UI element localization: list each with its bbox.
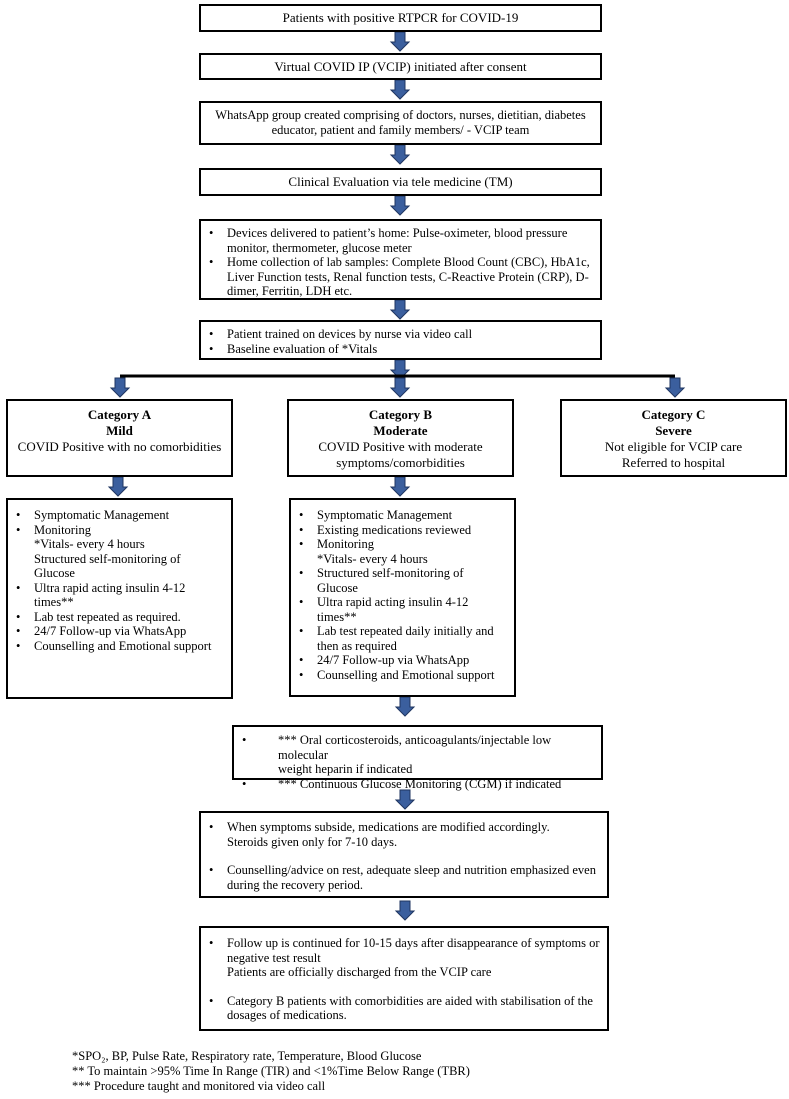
home-collection-line-2: Liver Function tests, Renal function tes… bbox=[227, 269, 589, 284]
training-item: Patient trained on devices by nurse via … bbox=[201, 327, 600, 342]
care-b-list: Symptomatic ManagementExisting medicatio… bbox=[291, 508, 514, 682]
flow-arrow bbox=[389, 476, 411, 497]
category-b-stabilisation-item: Category B patients with comorbidities a… bbox=[201, 994, 607, 1023]
careA-item: Monitoring bbox=[8, 523, 231, 538]
flow-arrow bbox=[389, 195, 411, 216]
step-whatsapp-line-2: educator, patient and family members/ - … bbox=[271, 123, 530, 137]
devices-line-2: monitor, thermometer, glucose meter bbox=[227, 240, 412, 255]
category-b-level: Moderate bbox=[373, 423, 428, 438]
careA-item: Lab test repeated as required. bbox=[8, 610, 231, 625]
flow-arrow bbox=[394, 789, 416, 810]
careB-item: Symptomatic Management bbox=[291, 508, 514, 523]
care-b-box: Symptomatic ManagementExisting medicatio… bbox=[289, 498, 516, 697]
corticosteroids-item: *** Oral corticosteroids, anticoagulants… bbox=[234, 733, 601, 777]
follow-up-line-1: Follow up is continued for 10-15 days af… bbox=[227, 936, 600, 950]
counselling-rest-line-2: during the recovery period. bbox=[227, 877, 364, 892]
careB-item: Monitoring bbox=[291, 537, 514, 552]
footnote-vitals: *SPO₂, BP, Pulse Rate, Respiratory rate,… bbox=[72, 1049, 422, 1063]
devices-delivered-item: Devices delivered to patient’s home: Pul… bbox=[201, 226, 600, 255]
category-c-box: Category C Severe Not eligible for VCIP … bbox=[560, 399, 787, 477]
step-clinical-evaluation-text: Clinical Evaluation via tele medicine (T… bbox=[288, 174, 513, 189]
flow-arrow bbox=[107, 476, 129, 497]
category-b-box: Category B Moderate COVID Positive with … bbox=[287, 399, 514, 477]
careB-item: times** bbox=[317, 609, 357, 624]
footnote-time-in-range: ** To maintain >95% Time In Range (TIR) … bbox=[72, 1064, 470, 1078]
step-vcip-initiated-text: Virtual COVID IP (VCIP) initiated after … bbox=[274, 58, 527, 74]
home-collection-item: Home collection of lab samples: Complete… bbox=[201, 255, 600, 299]
category-b-desc-line-1: COVID Positive with moderate bbox=[318, 439, 483, 454]
medications-modified-line-1: When symptoms subside, medications are m… bbox=[227, 820, 550, 834]
category-c-level: Severe bbox=[655, 423, 692, 438]
careA-item: Counselling and Emotional support bbox=[8, 639, 231, 654]
footnotes: *SPO₂, BP, Pulse Rate, Respiratory rate,… bbox=[72, 1049, 470, 1094]
flow-arrow bbox=[389, 377, 411, 398]
flow-arrow bbox=[394, 696, 416, 717]
careA-item: Structured self-monitoring of bbox=[34, 551, 181, 566]
careA-item: Ultra rapid acting insulin 4-12 bbox=[8, 581, 231, 596]
step-training-baseline: Patient trained on devices by nurse via … bbox=[199, 320, 602, 360]
follow-up-item: Follow up is continued for 10-15 days af… bbox=[201, 936, 607, 980]
care-a-box: Symptomatic Management Monitoring *Vital… bbox=[6, 498, 233, 699]
follow-up-line-2: negative test result bbox=[227, 950, 321, 965]
careB-item: Lab test repeated daily initially and bbox=[291, 624, 514, 639]
flow-arrow bbox=[389, 359, 411, 380]
flow-arrow bbox=[389, 299, 411, 320]
baseline-item: Baseline evaluation of *Vitals bbox=[201, 342, 600, 357]
footnote-procedure: *** Procedure taught and monitored via v… bbox=[72, 1079, 326, 1093]
flow-arrow bbox=[389, 31, 411, 52]
careA-item: Symptomatic Management bbox=[8, 508, 231, 523]
step-whatsapp-group: WhatsApp group created comprising of doc… bbox=[199, 101, 602, 145]
careB-item: Glucose bbox=[317, 580, 358, 595]
careB-item: Ultra rapid acting insulin 4-12 bbox=[291, 595, 514, 610]
follow-up-line-3: Patients are officially discharged from … bbox=[227, 965, 492, 979]
cgm-item: *** Continuous Glucose Monitoring (CGM) … bbox=[234, 777, 601, 792]
medications-modified-item: When symptoms subside, medications are m… bbox=[201, 820, 607, 849]
careB-item: Counselling and Emotional support bbox=[291, 668, 514, 683]
devices-line-1: Devices delivered to patient’s home: Pul… bbox=[227, 226, 568, 240]
counselling-rest-line-1: Counselling/advice on rest, adequate sle… bbox=[227, 863, 596, 877]
step-devices-and-labs: Devices delivered to patient’s home: Pul… bbox=[199, 219, 602, 300]
step-clinical-evaluation: Clinical Evaluation via tele medicine (T… bbox=[199, 168, 602, 196]
home-collection-line-3: dimer, Ferritin, LDH etc. bbox=[227, 284, 353, 298]
careA-item: 24/7 Follow-up via WhatsApp bbox=[8, 624, 231, 639]
flow-arrow bbox=[394, 900, 416, 921]
step-follow-up-discharge: Follow up is continued for 10-15 days af… bbox=[199, 926, 609, 1031]
medications-modified-line-2: Steroids given only for 7-10 days. bbox=[227, 834, 398, 849]
category-c-desc-line-1: Not eligible for VCIP care bbox=[604, 439, 743, 454]
careB-item: then as required bbox=[317, 638, 397, 653]
category-a-box: Category A Mild COVID Positive with no c… bbox=[6, 399, 233, 477]
stabilisation-line-1: Category B patients with comorbidities a… bbox=[227, 993, 593, 1008]
flow-arrow bbox=[389, 144, 411, 165]
careB-item: Structured self-monitoring of bbox=[291, 566, 514, 581]
category-a-desc: COVID Positive with no comorbidities bbox=[17, 439, 222, 454]
home-collection-line-1: Home collection of lab samples: Complete… bbox=[227, 255, 590, 269]
careB-item: 24/7 Follow-up via WhatsApp bbox=[291, 653, 514, 668]
step-recovery: When symptoms subside, medications are m… bbox=[199, 811, 609, 898]
careA-item: Glucose bbox=[34, 566, 75, 580]
stabilisation-line-2: dosages of medications. bbox=[227, 1008, 347, 1022]
category-b-title: Category B bbox=[368, 407, 433, 422]
step-positive-rtpcr-text: Patients with positive RTPCR for COVID-1… bbox=[282, 10, 519, 25]
category-a-title: Category A bbox=[87, 407, 152, 422]
cgm-line-1: *** Continuous Glucose Monitoring (CGM) … bbox=[278, 776, 562, 791]
step-medications: *** Oral corticosteroids, anticoagulants… bbox=[232, 725, 603, 791]
category-c-desc-line-2: Referred to hospital bbox=[621, 455, 726, 470]
category-a-level: Mild bbox=[106, 423, 133, 438]
flow-arrow bbox=[389, 79, 411, 100]
careB-item: *Vitals- every 4 hours bbox=[317, 551, 428, 566]
careA-item: times** bbox=[34, 595, 74, 609]
corticosteroids-line-1: *** Oral corticosteroids, anticoagulants… bbox=[278, 733, 552, 762]
corticosteroids-line-2: weight heparin if indicated bbox=[278, 762, 413, 776]
category-b-desc-line-2: symptoms/comorbidities bbox=[336, 455, 465, 470]
step-vcip-initiated: Virtual COVID IP (VCIP) initiated after … bbox=[199, 53, 602, 80]
flow-arrow bbox=[109, 377, 131, 398]
careB-item: Existing medications reviewed bbox=[291, 523, 514, 538]
care-a-list: Symptomatic Management Monitoring *Vital… bbox=[8, 508, 231, 653]
careA-item: *Vitals- every 4 hours bbox=[34, 537, 145, 551]
step-positive-rtpcr: Patients with positive RTPCR for COVID-1… bbox=[199, 4, 602, 32]
counselling-rest-item: Counselling/advice on rest, adequate sle… bbox=[201, 863, 607, 892]
step-whatsapp-line-1: WhatsApp group created comprising of doc… bbox=[215, 108, 586, 122]
flow-arrow bbox=[664, 377, 686, 398]
category-c-title: Category C bbox=[641, 407, 706, 422]
